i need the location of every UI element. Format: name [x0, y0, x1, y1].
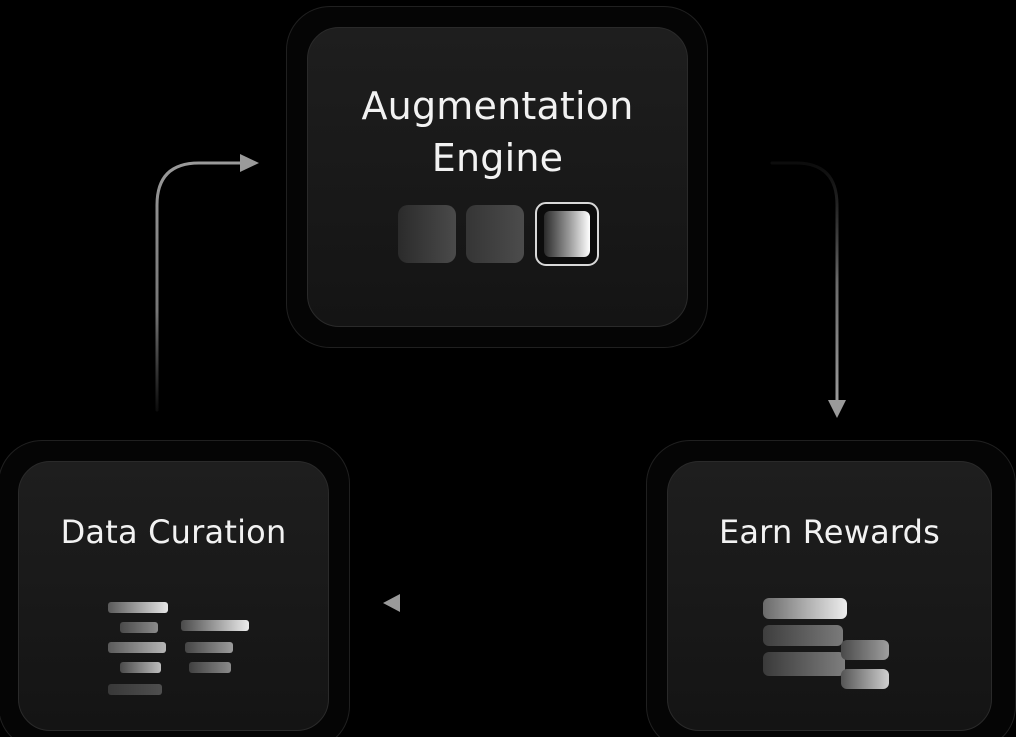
augmentation-engine-title-line1: Augmentation — [361, 84, 634, 128]
data-curation-title: Data Curation — [60, 513, 287, 551]
data-bar-icon — [189, 662, 231, 673]
arrowhead-right-icon — [240, 154, 259, 172]
coin-icon — [841, 640, 889, 660]
augmentation-squares-icon — [398, 202, 599, 269]
data-bar-icon — [108, 602, 168, 613]
augmentation-engine-title: Augmentation Engine — [308, 80, 687, 184]
augmentation-engine-title-line2: Engine — [431, 136, 564, 180]
connector-augmentation-to-rewards — [770, 161, 839, 404]
data-bar-icon — [120, 662, 161, 673]
square-1-icon — [398, 205, 456, 263]
arrowhead-left-icon — [383, 594, 400, 612]
data-bar-icon — [181, 620, 249, 631]
data-bar-icon — [120, 622, 158, 633]
data-bar-icon — [108, 684, 162, 695]
earn-rewards-card[interactable]: Earn Rewards — [667, 461, 992, 731]
coin-icon — [841, 669, 889, 689]
data-bar-icon — [185, 642, 233, 653]
coin-icon — [763, 625, 843, 646]
data-curation-card[interactable]: Data Curation — [18, 461, 329, 731]
augmentation-engine-card[interactable]: Augmentation Engine — [307, 27, 688, 327]
earn-rewards-title: Earn Rewards — [718, 513, 941, 551]
connector-curation-to-augmentation — [155, 161, 245, 412]
square-selected-fill — [544, 211, 590, 257]
square-2-icon — [466, 205, 524, 263]
data-bar-icon — [108, 642, 166, 653]
arrowhead-down-icon — [828, 400, 846, 418]
square-selected-icon — [535, 202, 599, 266]
coin-icon — [763, 598, 847, 619]
coin-icon — [763, 652, 845, 676]
